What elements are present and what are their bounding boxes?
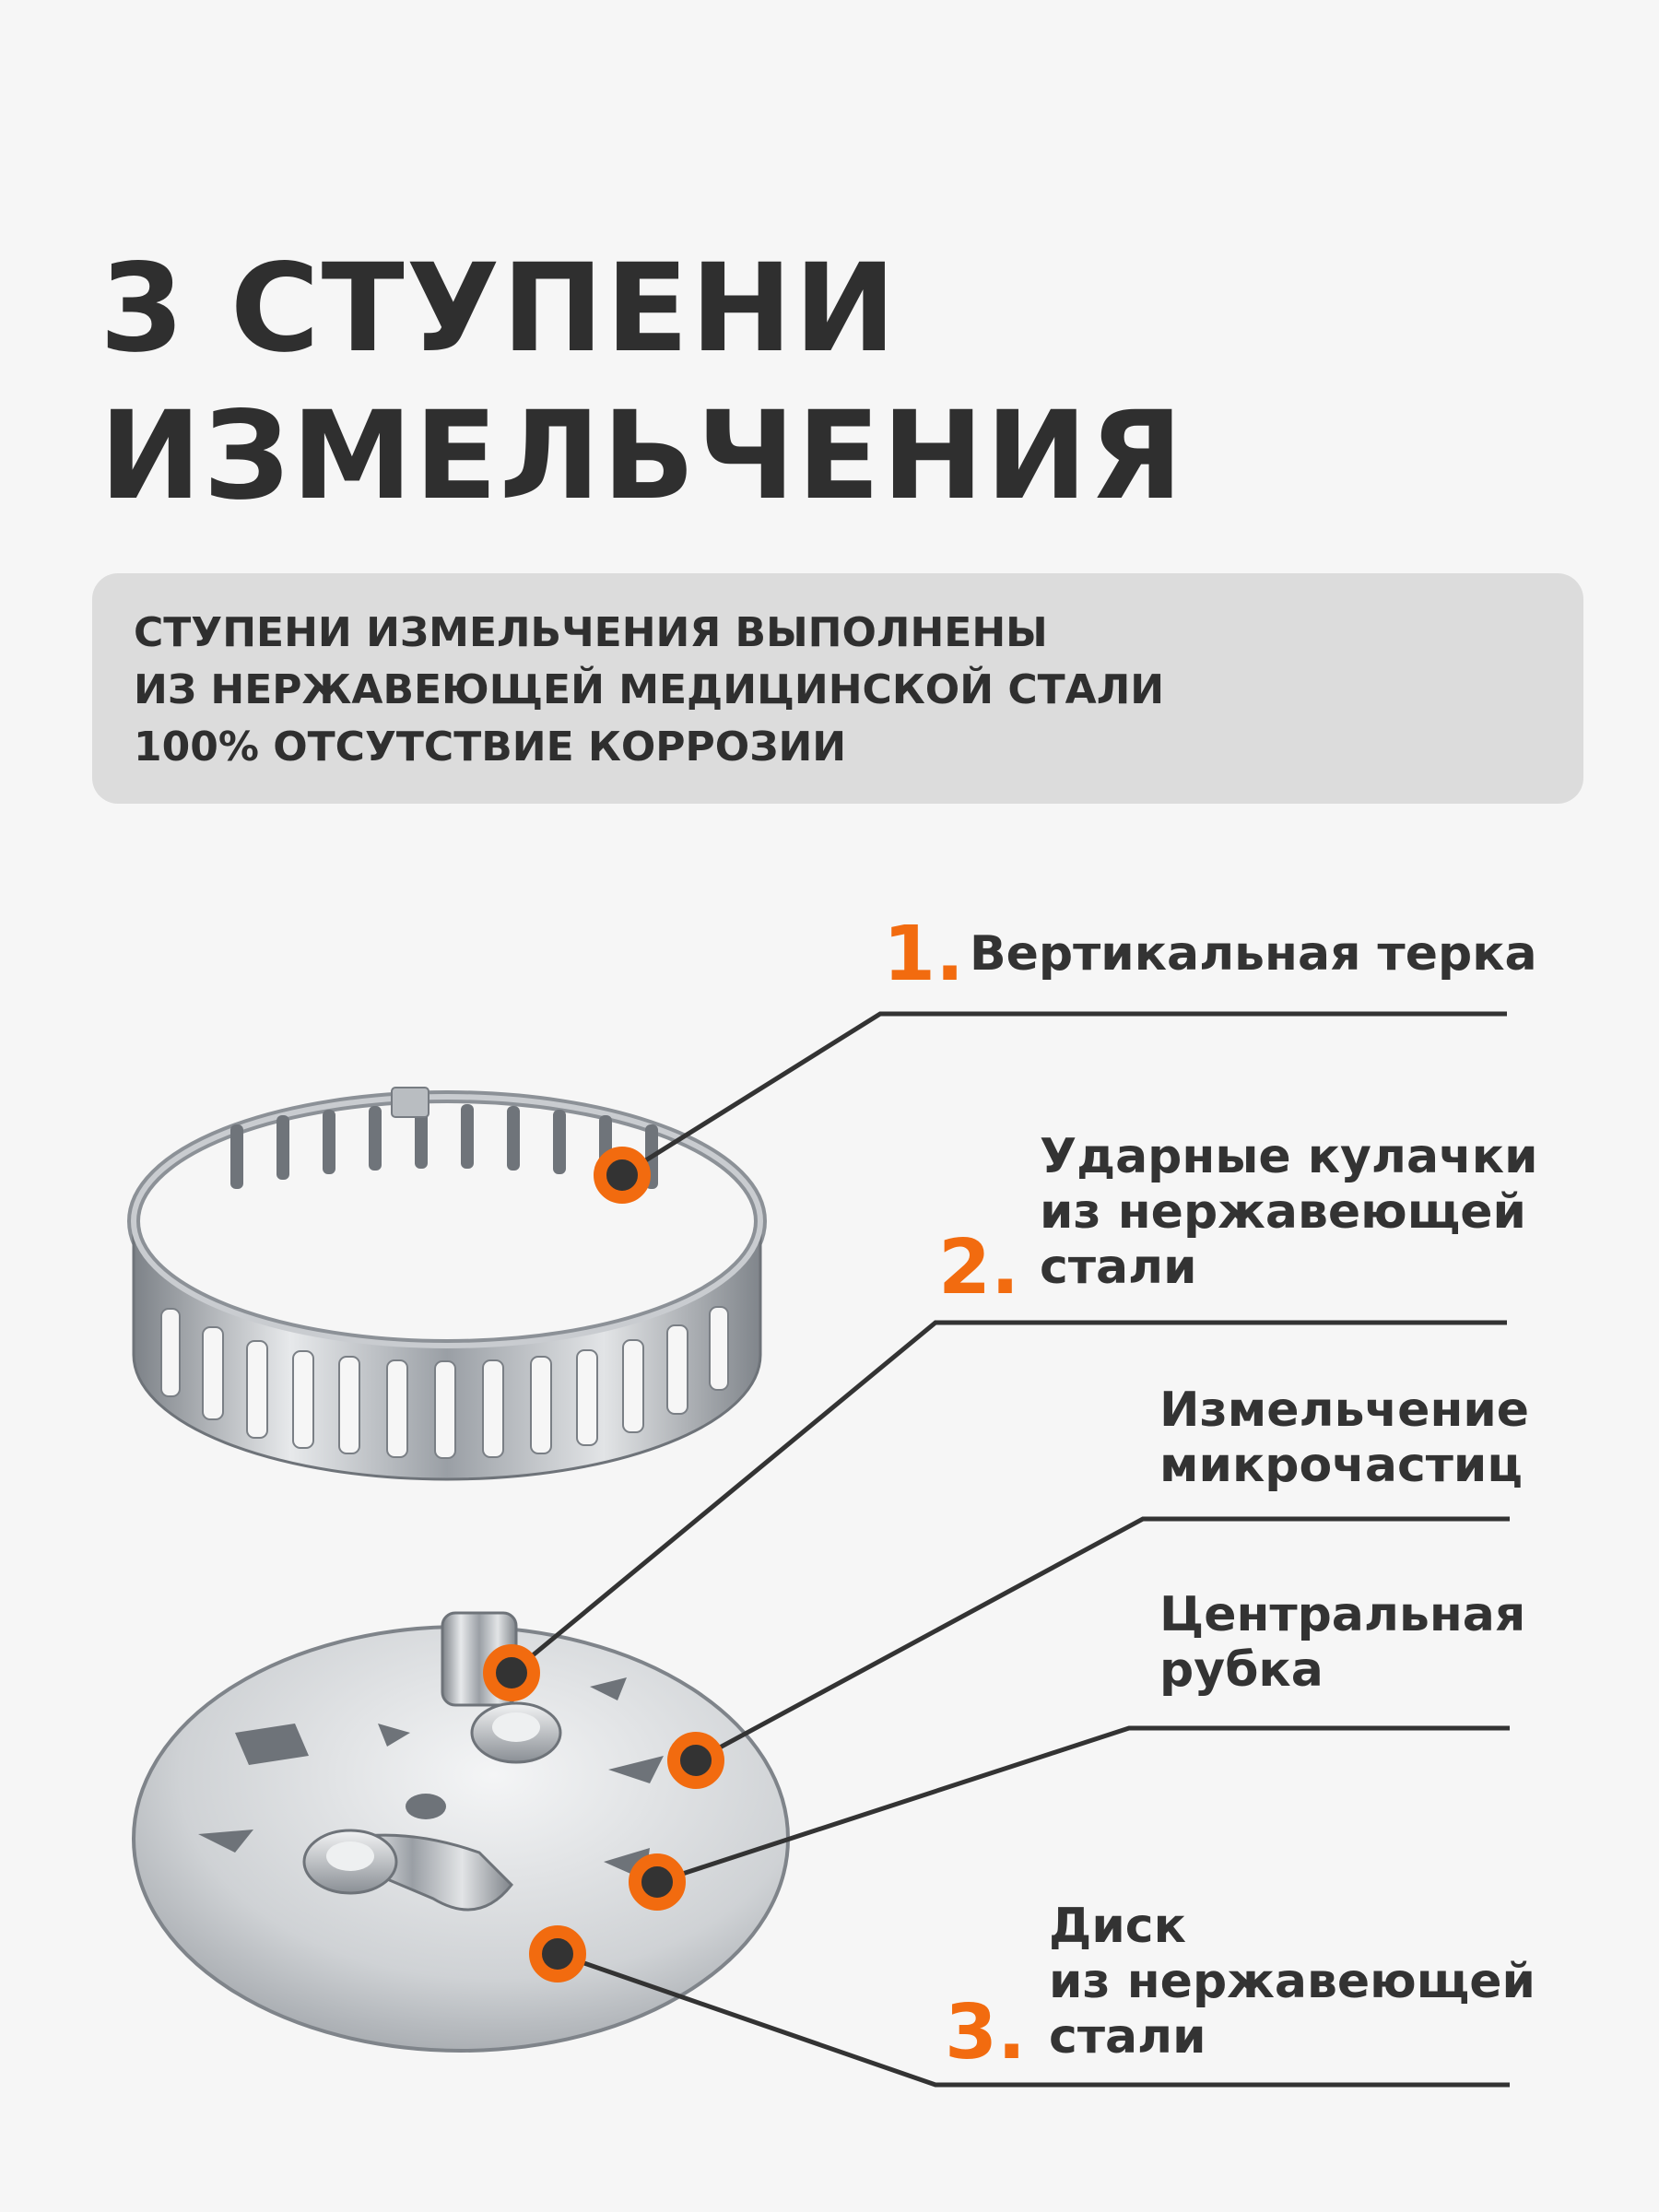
info-banner: СТУПЕНИ ИЗМЕЛЬЧЕНИЯ ВЫПОЛНЕНЫ ИЗ НЕРЖАВЕ… xyxy=(92,573,1583,804)
callout-1-label: Вертикальная терка xyxy=(970,926,1537,982)
callout-2-line-1: Ударные кулачки xyxy=(1040,1129,1538,1184)
marker-4 xyxy=(629,1853,686,1911)
marker-dots xyxy=(483,1147,724,1983)
callout-2-number: 2. xyxy=(938,1224,1020,1312)
grater-ring xyxy=(127,1087,767,1481)
marker-1 xyxy=(594,1147,651,1204)
callout-3-line-2: микрочастиц xyxy=(1159,1438,1523,1493)
callout-4-label: Центральная рубка xyxy=(1159,1587,1525,1698)
callout-4-line-1: Центральная xyxy=(1159,1587,1526,1642)
callout-4-line-2: рубка xyxy=(1159,1642,1324,1698)
callout-2-label: Ударные кулачки из нержавеющей стали xyxy=(1040,1129,1538,1295)
callout-5-line-1: Диск xyxy=(1049,1899,1186,1954)
steel-disc xyxy=(132,1611,790,2053)
marker-2 xyxy=(483,1644,540,1701)
marker-5 xyxy=(529,1925,586,1983)
callout-2-line-2: из нержавеющей xyxy=(1040,1184,1526,1240)
title-line-2: ИЗМЕЛЬЧЕНИЯ xyxy=(100,385,1185,527)
callout-3-label: Измельчение микрочастиц xyxy=(1159,1382,1529,1493)
page-title: 3 СТУПЕНИ ИЗМЕЛЬЧЕНИЯ xyxy=(100,235,1184,530)
callout-5-line-2: из нержавеющей xyxy=(1049,1954,1535,2009)
callout-3-line-1: Измельчение xyxy=(1159,1382,1530,1438)
callout-5-label: Диск из нержавеющей стали xyxy=(1049,1899,1535,2065)
callout-5-line-3: стали xyxy=(1049,2009,1206,2065)
marker-3 xyxy=(667,1732,724,1789)
callout-1-line: Вертикальная терка xyxy=(970,926,1537,982)
callout-1-number: 1. xyxy=(883,911,965,998)
leader-lines xyxy=(510,1011,1510,2088)
callout-5-number: 3. xyxy=(945,1989,1027,2077)
title-line-1: 3 СТУПЕНИ xyxy=(100,238,899,380)
banner-line-2: ИЗ НЕРЖАВЕЮЩЕЙ МЕДИЦИНСКОЙ СТАЛИ xyxy=(134,666,1165,713)
banner-line-3: 100% ОТСУТСТВИЕ КОРРОЗИИ xyxy=(134,724,847,771)
callout-2-line-3: стали xyxy=(1040,1240,1197,1295)
banner-line-1: СТУПЕНИ ИЗМЕЛЬЧЕНИЯ ВЫПОЛНЕНЫ xyxy=(134,609,1048,656)
